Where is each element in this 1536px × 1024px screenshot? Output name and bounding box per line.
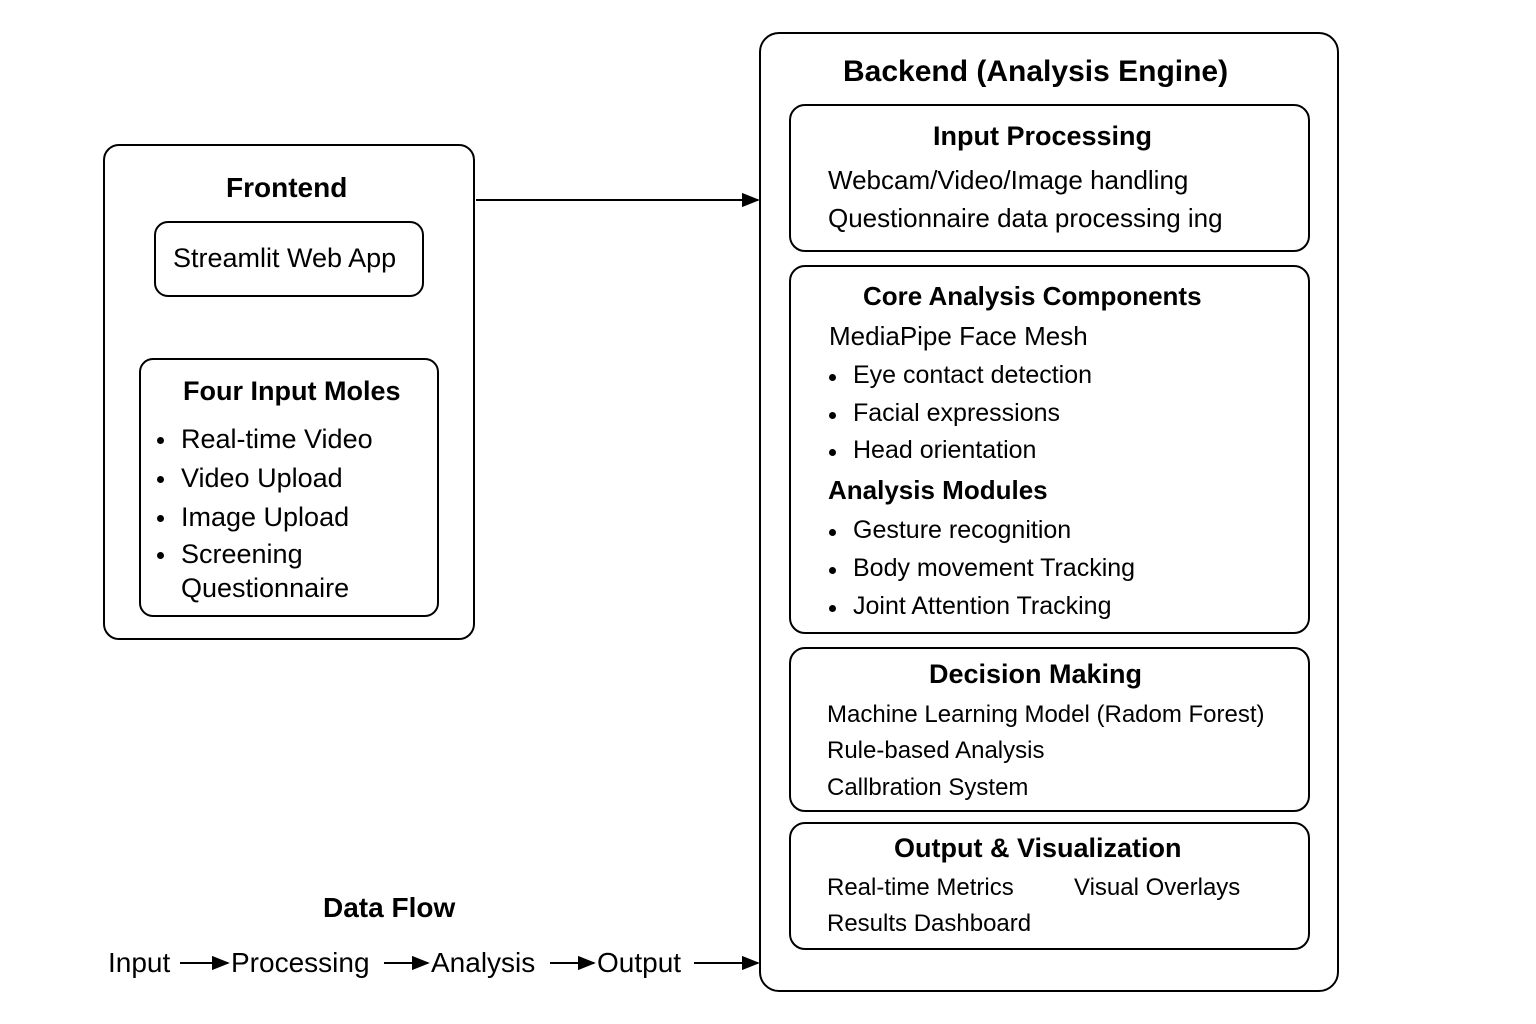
mode-item-realtime-video: Real-time Video xyxy=(157,424,373,454)
mode-item-questionnaire: Questionnaire xyxy=(181,573,350,603)
core-item-facial-expressions: Facial expressions xyxy=(828,399,1061,427)
core-item-eye-contact: Eye contact detection xyxy=(828,361,1093,389)
core-item-head-orientation: Head orientation xyxy=(828,436,1037,464)
flow-step-input: Input xyxy=(108,947,171,978)
mode-item-image-upload: Image Upload xyxy=(156,502,350,532)
frontend-title: Frontend xyxy=(226,172,348,203)
decision-making-box xyxy=(789,647,1310,812)
streamlit-app-label: Streamlit Web App xyxy=(173,243,397,273)
module-item-body-movement: Body movement Tracking xyxy=(828,554,1136,582)
input-processing-line-2: Questionnaire data processing ing xyxy=(828,203,1223,233)
flow-step-output: Output xyxy=(597,947,682,978)
output-visualization-title: Output & Visualization xyxy=(894,833,1182,863)
mode-item-video-upload: Video Upload xyxy=(157,463,343,493)
module-item-gesture: Gesture recognition xyxy=(828,516,1072,544)
decision-line-calibration: Callbration System xyxy=(827,774,1029,801)
backend-title: Backend (Analysis Engine) xyxy=(843,55,1229,88)
input-processing-line-1: Webcam/Video/Image handling xyxy=(828,165,1189,195)
input-processing-box xyxy=(789,104,1310,252)
flow-step-processing: Processing xyxy=(231,947,370,978)
mode-item-screening: Screening xyxy=(157,539,303,569)
decision-line-rule-based: Rule-based Analysis xyxy=(827,737,1045,764)
decision-line-ml-model: Machine Learning Model (Radom Forest) xyxy=(827,701,1265,728)
analysis-modules-title: Analysis Modules xyxy=(828,475,1048,505)
output-line-visual-overlays: Visual Overlays xyxy=(1074,874,1241,901)
core-analysis-title: Core Analysis Components xyxy=(863,281,1202,311)
data-flow-title: Data Flow xyxy=(323,892,456,923)
input-modes-box xyxy=(139,358,439,617)
input-processing-title: Input Processing xyxy=(933,121,1153,151)
output-line-results-dashboard: Results Dashboard xyxy=(827,910,1032,937)
decision-making-title: Decision Making xyxy=(929,659,1143,689)
module-item-joint-attention: Joint Attention Tracking xyxy=(828,592,1112,620)
flow-step-analysis: Analysis xyxy=(431,947,536,978)
core-analysis-subtitle: MediaPipe Face Mesh xyxy=(829,321,1088,351)
streamlit-app-box xyxy=(154,221,424,297)
core-analysis-box xyxy=(789,265,1310,634)
output-line-realtime-metrics: Real-time Metrics xyxy=(827,874,1014,901)
input-modes-title: Four Input Moles xyxy=(183,376,401,406)
output-visualization-box xyxy=(789,822,1310,950)
